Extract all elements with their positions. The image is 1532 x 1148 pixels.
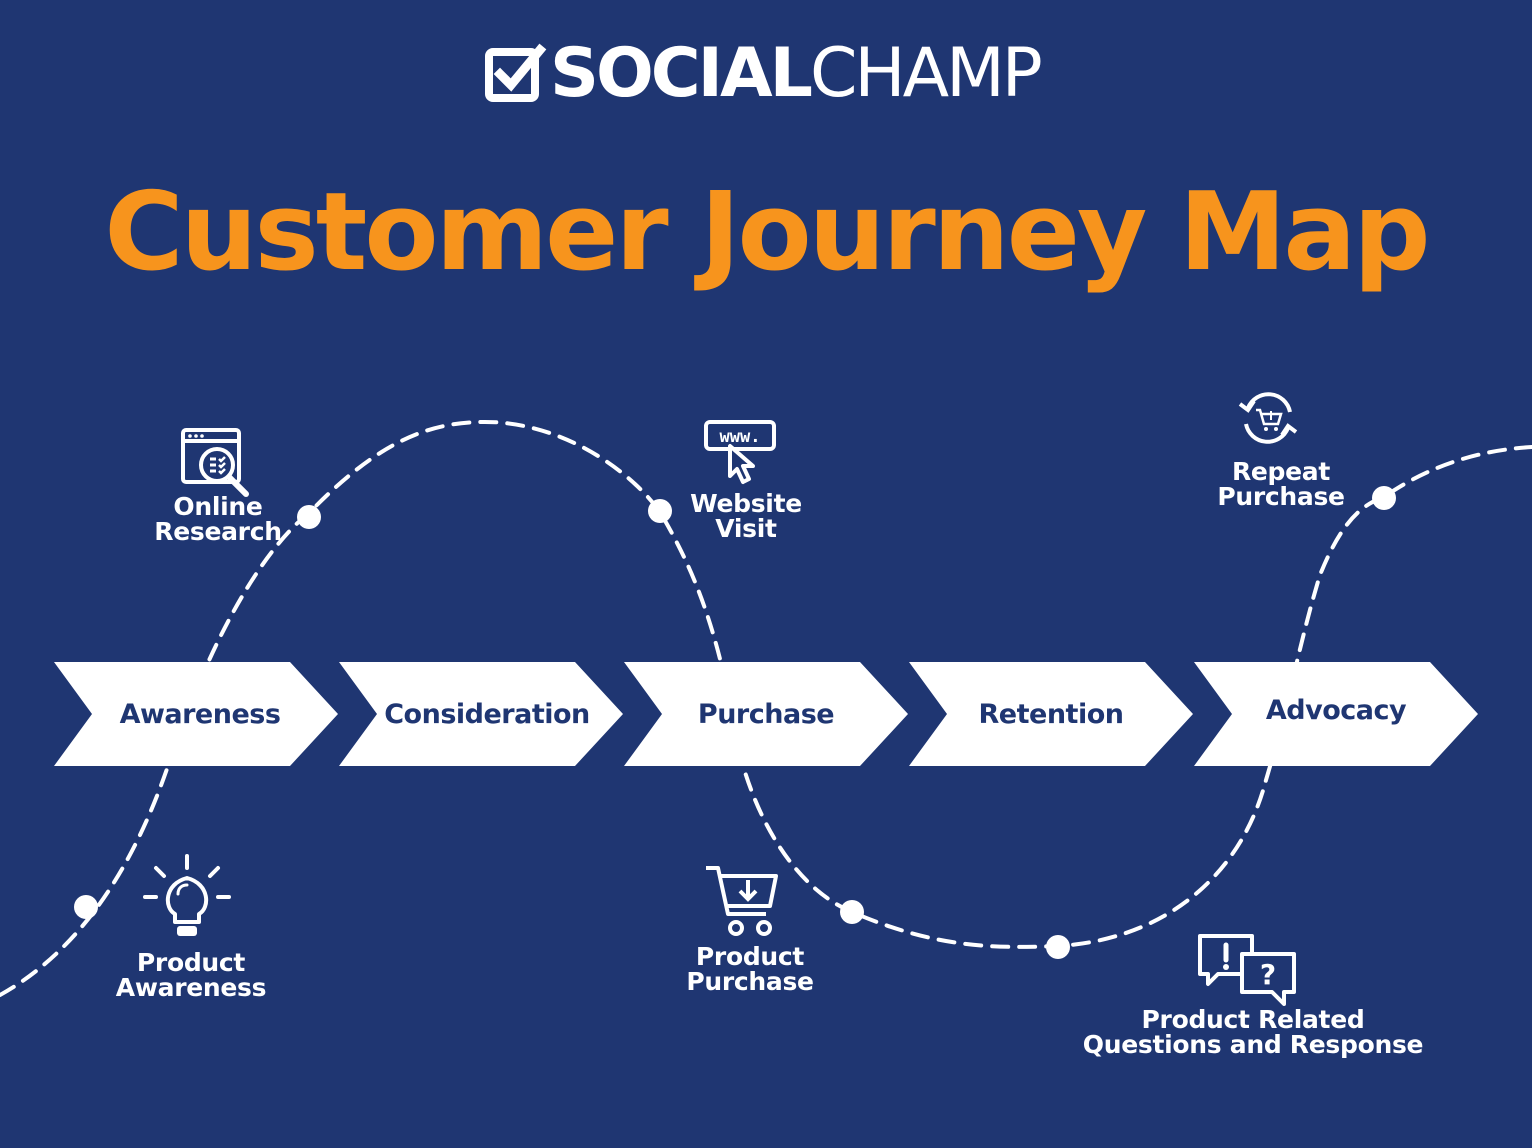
touchpoint-repeat-purchase: Repeat Purchase: [1206, 459, 1356, 509]
milestone-dot-product-awareness: [74, 895, 98, 919]
chevron-advocacy: [1194, 662, 1478, 766]
stage-label-purchase: Purchase: [697, 698, 835, 730]
logo-text-bold: SOCIAL: [550, 34, 813, 113]
socialchamp-logo: SOCIAL CHAMP: [484, 34, 1043, 114]
milestone-dot-website-visit: [648, 499, 672, 523]
question-mark-glyph: ?: [1260, 958, 1276, 991]
journey-dashed-curve: [0, 419, 1532, 997]
shopping-cart-icon: [706, 866, 778, 936]
stage-label-advocacy: Advocacy: [1265, 694, 1407, 726]
browser-search-icon: [181, 428, 249, 497]
www-cursor-icon: www.: [704, 420, 776, 484]
milestone-dot-product-questions: [1046, 935, 1070, 959]
chevron-retention: [909, 662, 1193, 766]
touchpoint-line1: Website: [690, 489, 802, 518]
touchpoint-line1: Product: [695, 942, 805, 971]
www-icon-text: www.: [720, 427, 761, 447]
milestone-dot-product-purchase: [840, 900, 864, 924]
touchpoint-line1: Product Related: [1141, 1005, 1365, 1034]
touchpoint-line2: Questions and Response: [1082, 1030, 1424, 1059]
logo-text-light: CHAMP: [809, 34, 1043, 113]
touchpoint-product-questions: Product Related Questions and Response: [1082, 1007, 1424, 1057]
chevron-purchase: [624, 662, 908, 766]
touchpoint-product-purchase: Product Purchase: [680, 944, 820, 994]
stage-label-consideration: Consideration: [384, 698, 590, 730]
touchpoint-online-research: Online Research: [148, 494, 288, 544]
touchpoint-line2: Awareness: [115, 973, 267, 1002]
touchpoint-line1: Repeat: [1231, 457, 1331, 486]
chat-bubbles-icon: ?: [1198, 934, 1296, 1006]
touchpoint-line2: Visit: [715, 514, 777, 543]
page-title: Customer Journey Map: [104, 170, 1430, 295]
milestone-dot-online-research: [297, 505, 321, 529]
lightbulb-icon: [143, 854, 231, 936]
milestone-dot-repeat-purchase: [1372, 486, 1396, 510]
touchpoint-website-visit: Website Visit: [681, 491, 811, 541]
touchpoint-product-awareness: Product Awareness: [110, 950, 272, 1000]
touchpoint-line2: Purchase: [686, 967, 814, 996]
touchpoint-line1: Online: [173, 492, 263, 521]
chevron-consideration: [339, 662, 623, 766]
stage-label-awareness: Awareness: [119, 698, 281, 730]
touchpoint-line2: Purchase: [1217, 482, 1345, 511]
stage-label-retention: Retention: [978, 698, 1124, 730]
checkbox-logo-icon: [485, 43, 547, 102]
touchpoint-line1: Product: [136, 948, 246, 977]
chevron-awareness: [54, 662, 338, 766]
repeat-cart-icon: [1238, 392, 1298, 444]
touchpoint-line2: Research: [154, 517, 282, 546]
